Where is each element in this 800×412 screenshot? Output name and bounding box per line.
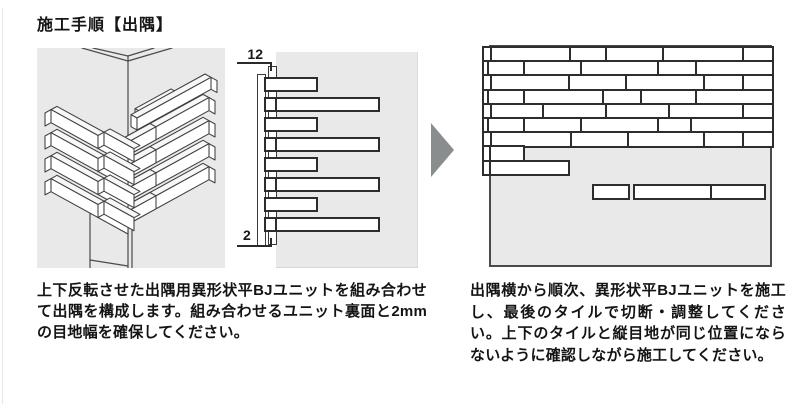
iso-face (50, 109, 129, 166)
loose-brick (710, 184, 766, 200)
wall-edge-line (127, 47, 173, 62)
brick (627, 131, 705, 148)
iso-face (50, 132, 129, 189)
dimension-tick-top (270, 62, 272, 71)
iso-face (208, 120, 216, 138)
corner-strip-back (268, 66, 277, 245)
iso-face (103, 154, 135, 186)
brick (703, 131, 744, 148)
dimension-label-12: 12 (247, 46, 263, 62)
step-arrow-icon (431, 123, 454, 177)
wall-edge-line (89, 259, 129, 267)
iso-face (103, 131, 135, 163)
page-edge-line (2, 8, 3, 404)
tile-row (264, 177, 380, 192)
dimension-line-top (237, 62, 272, 64)
caption-right: 出隅横から順次、異形状平BJユニットを施工し、最後のタイルで切断・調整してくださ… (470, 282, 786, 364)
loose-brick (592, 184, 630, 200)
iso-face (44, 155, 52, 173)
brick (570, 131, 629, 148)
page-title: 施工手順【出隅】 (37, 17, 174, 34)
brick-row (482, 131, 774, 148)
tile-row (264, 117, 318, 132)
dimension-tick-bottom (270, 238, 272, 247)
tile-row (264, 157, 318, 172)
iso-face (208, 143, 216, 161)
wall-edge-line (81, 47, 129, 62)
long-tile (275, 217, 380, 232)
iso-face (50, 155, 129, 212)
iso-face (103, 177, 135, 209)
iso-face (44, 109, 52, 127)
iso-face (44, 132, 52, 150)
iso-face (210, 76, 218, 94)
wall-edge-line (92, 47, 129, 57)
corner-isometric-drawing (44, 47, 218, 269)
long-tile (275, 177, 380, 192)
iso-face (44, 178, 52, 196)
brick-row (482, 46, 774, 63)
short-tile (264, 117, 318, 132)
dimension-label-2: 2 (243, 227, 251, 243)
tile-row (264, 97, 380, 112)
tile-row (264, 137, 380, 152)
tile-row (264, 217, 380, 232)
dimension-line-bottom (237, 245, 272, 247)
wall-edge-line (127, 47, 155, 57)
iso-face (97, 131, 105, 150)
iso-face (97, 177, 105, 196)
isometric-corner-panel (37, 47, 225, 269)
brick-row (482, 159, 570, 176)
tile-row (264, 197, 318, 212)
iso-face (97, 200, 105, 219)
brick-row (482, 117, 774, 134)
short-tile (264, 197, 318, 212)
short-tile (264, 157, 318, 172)
iso-face (208, 166, 216, 184)
long-tile (275, 97, 380, 112)
iso-face (50, 178, 129, 235)
iso-face (103, 200, 135, 232)
iso-face (136, 76, 212, 131)
brick (489, 159, 570, 176)
caption-left: 上下反転させた出隅用異形状平BJユニットを組み合わせて出隅を構成します。組み合わ… (37, 282, 427, 341)
long-tile (275, 137, 380, 152)
short-tile (264, 77, 318, 92)
iso-face (97, 154, 105, 173)
loose-brick (633, 184, 712, 200)
loose-bricks-group (592, 184, 766, 200)
iso-face (130, 114, 138, 131)
brick-courses (480, 46, 780, 226)
middle-tile-rows (264, 77, 384, 237)
brick (742, 131, 774, 148)
iso-face (208, 97, 216, 115)
tile-row (264, 77, 318, 92)
